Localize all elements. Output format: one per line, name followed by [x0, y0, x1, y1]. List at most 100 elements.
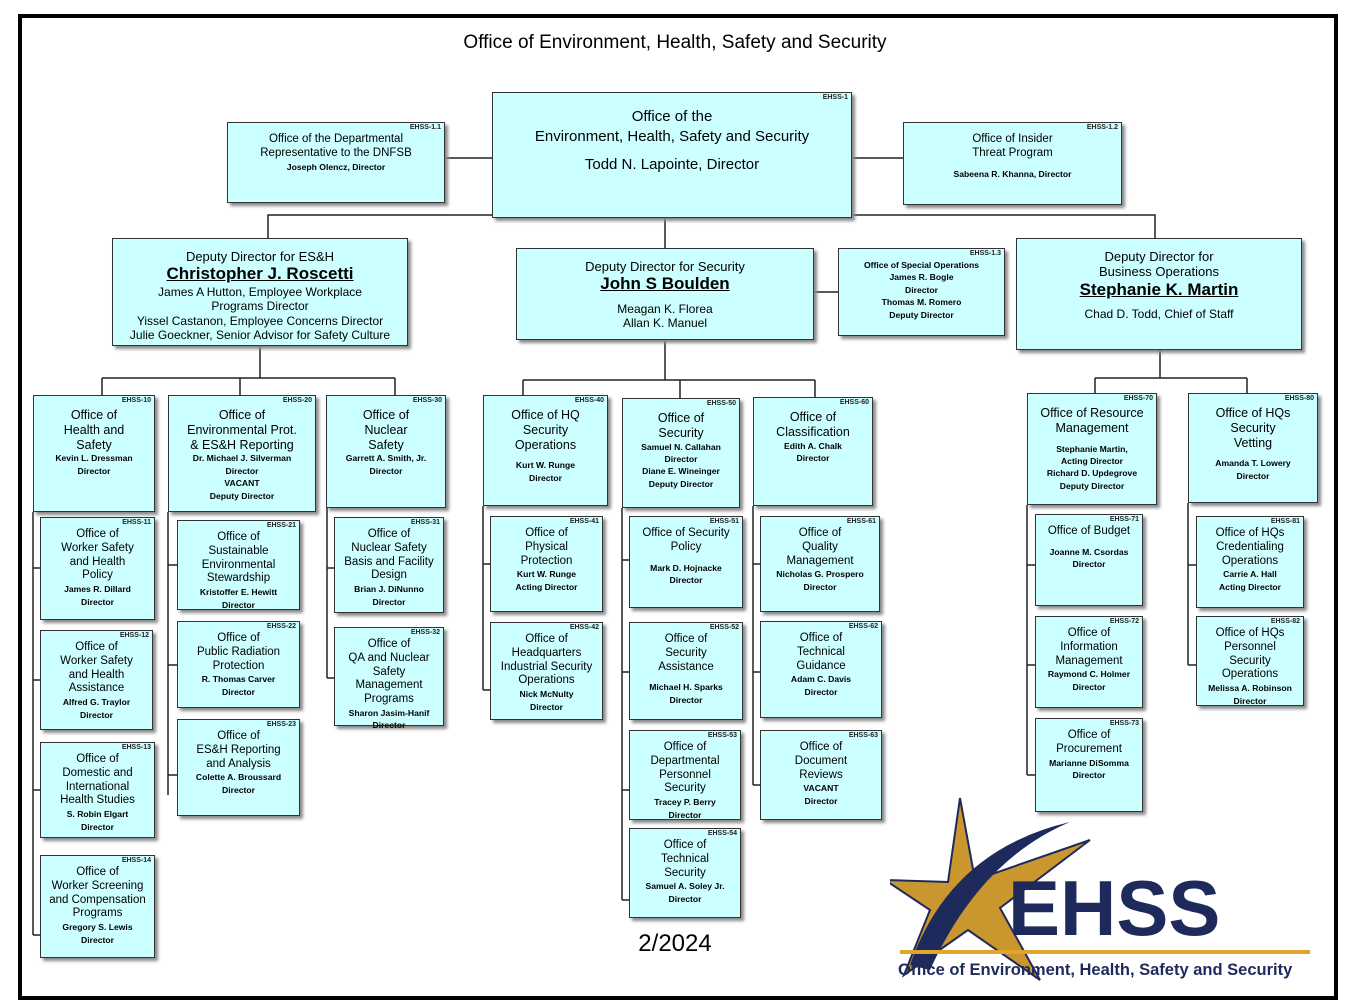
org-code: EHSS-41 [569, 518, 599, 525]
office-title-line: Worker Safety [61, 541, 134, 554]
org-code: EHSS-60 [839, 399, 869, 406]
office-title-line: Assistance [658, 660, 714, 673]
person-line: Director [222, 686, 255, 697]
person-line: Kurt W. Runge [515, 460, 576, 471]
org-code: EHSS-1 [822, 94, 848, 101]
person-line: Kristoffer E. Hewitt [199, 587, 278, 598]
person-line: Director [1072, 681, 1106, 692]
org-code: EHSS-82 [1270, 618, 1300, 625]
person-line: Raymond C. Holmer [1047, 669, 1131, 680]
office-title-line: Representative to the DNFSB [260, 146, 412, 159]
office-title-line: Safety [372, 665, 406, 678]
office-title-line: Physical [525, 540, 568, 553]
office-title-line: Office of the Departmental [268, 133, 404, 145]
person-line: Mark D. Hojnacke [650, 562, 722, 573]
person-line: Kevin L. Dressman [55, 453, 133, 464]
office-title-line: International [65, 780, 130, 793]
office-title-line: Office of [663, 741, 707, 753]
office-title-line: Procurement [1056, 742, 1122, 755]
person-line: Director [225, 465, 259, 476]
person-line: Acting Director [1218, 581, 1282, 592]
person-line: Director [222, 784, 255, 795]
person-line: Director [372, 720, 406, 731]
office-title-line: Office of [1067, 729, 1111, 741]
org-code: EHSS-61 [846, 518, 876, 525]
office-title-line: Office of [525, 527, 568, 539]
person-line: Christopher J. Roscetti [166, 264, 354, 284]
person-line: Director [77, 465, 111, 476]
office-title-line: Management [1055, 654, 1123, 667]
office-title-line: Domestic and [62, 766, 133, 779]
person-line: Alfred G. Traylor [62, 697, 131, 708]
org-code: EHSS-1.2 [1086, 124, 1118, 131]
logo-text: EHSS [1008, 864, 1220, 952]
office-title-line: Environmental Prot. [187, 422, 297, 437]
office-title-line: Stewardship [206, 572, 271, 585]
person-line: Director [81, 821, 114, 832]
person-line: Director [668, 893, 702, 904]
office-title-line: Operations [514, 437, 577, 452]
org-code: EHSS-11 [122, 519, 151, 526]
person-line: Thomas M. Romero [881, 297, 962, 308]
person-line: Director [530, 701, 563, 712]
office-title-line: Office of [657, 411, 705, 425]
org-code: EHSS-31 [410, 519, 440, 526]
org-code: EHSS-32 [410, 629, 440, 636]
chart-date: 2/2024 [638, 930, 712, 957]
org-code: EHSS-30 [412, 397, 442, 404]
office-title-line: Worker Safety [60, 654, 133, 667]
office-title-line: Departmental [650, 754, 720, 767]
office-title-line: Office of [663, 839, 707, 851]
person-line: Richard D. Updegrove [1046, 468, 1138, 479]
office-title-line: Threat Program [972, 146, 1053, 159]
person-line: Yissel Castanon, Employee Concerns Direc… [136, 313, 384, 328]
office-title-line: Office of the [631, 108, 713, 125]
office-title-line: Policy [82, 569, 113, 582]
office-title-line: & ES&H Reporting [190, 437, 294, 452]
office-title-line: and Analysis [206, 757, 271, 770]
person-line: Acting Director [1060, 455, 1124, 466]
person-line: Sharon Jasim-Hanif [348, 707, 430, 718]
office-title-line: Security [522, 422, 569, 437]
person-line: Director [1233, 695, 1267, 706]
person-line: Stephanie K. Martin [1079, 279, 1239, 299]
person-line: Nick McNulty [519, 689, 574, 700]
office-title-line: Document [794, 754, 848, 767]
office-title-line: QA and Nuclear [348, 651, 430, 664]
org-code: EHSS-70 [1123, 395, 1153, 402]
person-line: Director [1072, 770, 1106, 781]
person-line: Director [369, 465, 403, 476]
page-border [18, 14, 1338, 1000]
office-title-line: Office of [799, 741, 843, 753]
person-line: Director [669, 575, 703, 586]
office-title-line: Nuclear Safety [351, 541, 427, 554]
person-line: Deputy Director [1059, 480, 1125, 491]
org-code: EHSS-53 [707, 732, 737, 739]
office-title-line: Security [664, 782, 706, 795]
person-line: Sabeena R. Khanna, Director [953, 168, 1072, 179]
office-title-line: Vetting [1233, 435, 1273, 450]
office-title-line: Programs [72, 907, 123, 920]
org-code: EHSS-10 [121, 397, 151, 404]
org-code: EHSS-14 [121, 857, 151, 864]
person-line: Director [529, 472, 562, 483]
person-line: Director [372, 596, 406, 607]
org-code: EHSS-13 [121, 744, 151, 751]
person-line: Director [804, 795, 838, 806]
org-code: EHSS-72 [1109, 618, 1139, 625]
office-title-line: Allan K. Manuel [622, 316, 708, 331]
